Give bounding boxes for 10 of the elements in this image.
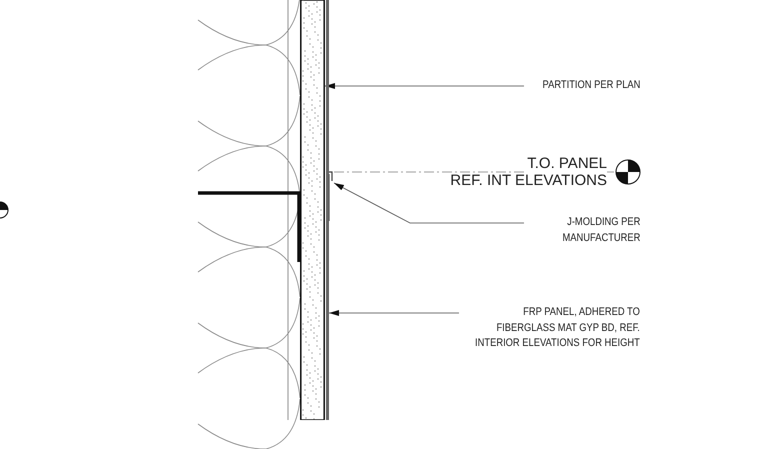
callout-text: FRP PANEL, ADHERED TO FIBERGLASS MAT GYP BD, REF. INTERIOR ELEVATIONS FOR HEIGHT (465, 305, 640, 352)
leader-line (324, 83, 524, 89)
level-note: T.O. PANEL (527, 155, 607, 173)
gypsum-board (300, 0, 325, 420)
frp-panel (326, 0, 329, 420)
callout-text: PARTITION PER PLAN (530, 78, 640, 94)
leader-line (334, 182, 524, 224)
level-note: REF. INT ELEVATIONS (450, 172, 607, 190)
leader-line (328, 310, 460, 316)
callout-text: J-MOLDING PER MANUFACTURER (530, 215, 640, 246)
